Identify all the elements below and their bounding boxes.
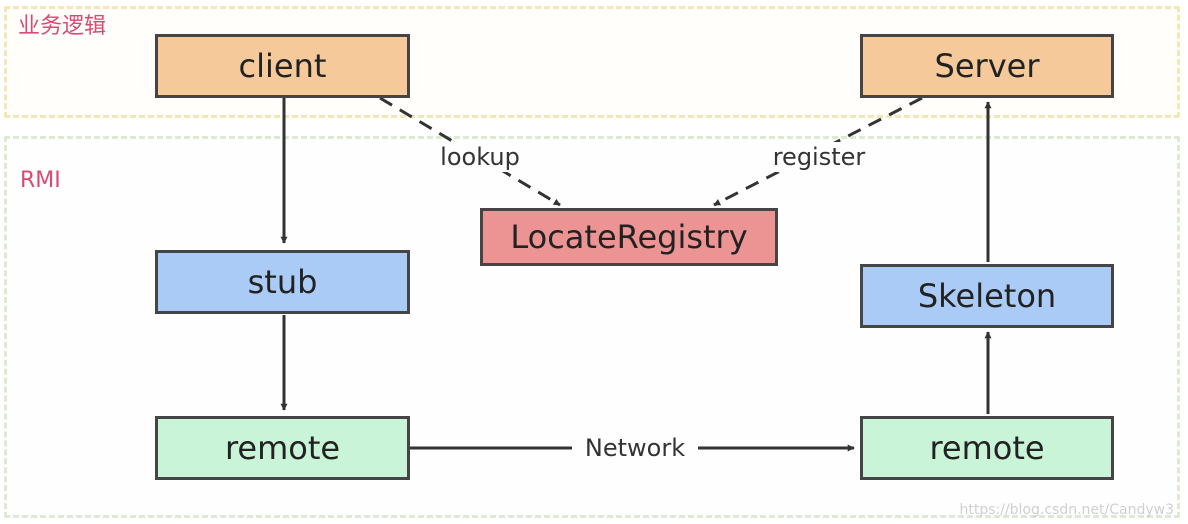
remote-left-node: remote bbox=[155, 416, 410, 480]
rmi-layer-label: RMI bbox=[20, 168, 61, 193]
client-node: client bbox=[155, 34, 410, 98]
locate-registry-node: LocateRegistry bbox=[480, 208, 778, 266]
remote-right-node: remote bbox=[860, 416, 1114, 480]
business-layer-label: 业务逻辑 bbox=[18, 14, 107, 39]
server-node: Server bbox=[860, 34, 1114, 98]
watermark: https://blog.csdn.net/Candyw3 bbox=[959, 502, 1174, 518]
stub-node: stub bbox=[155, 250, 410, 314]
register-label: register bbox=[773, 143, 866, 171]
network-label: Network bbox=[585, 434, 685, 462]
skeleton-node: Skeleton bbox=[860, 264, 1114, 328]
lookup-label: lookup bbox=[440, 143, 520, 171]
